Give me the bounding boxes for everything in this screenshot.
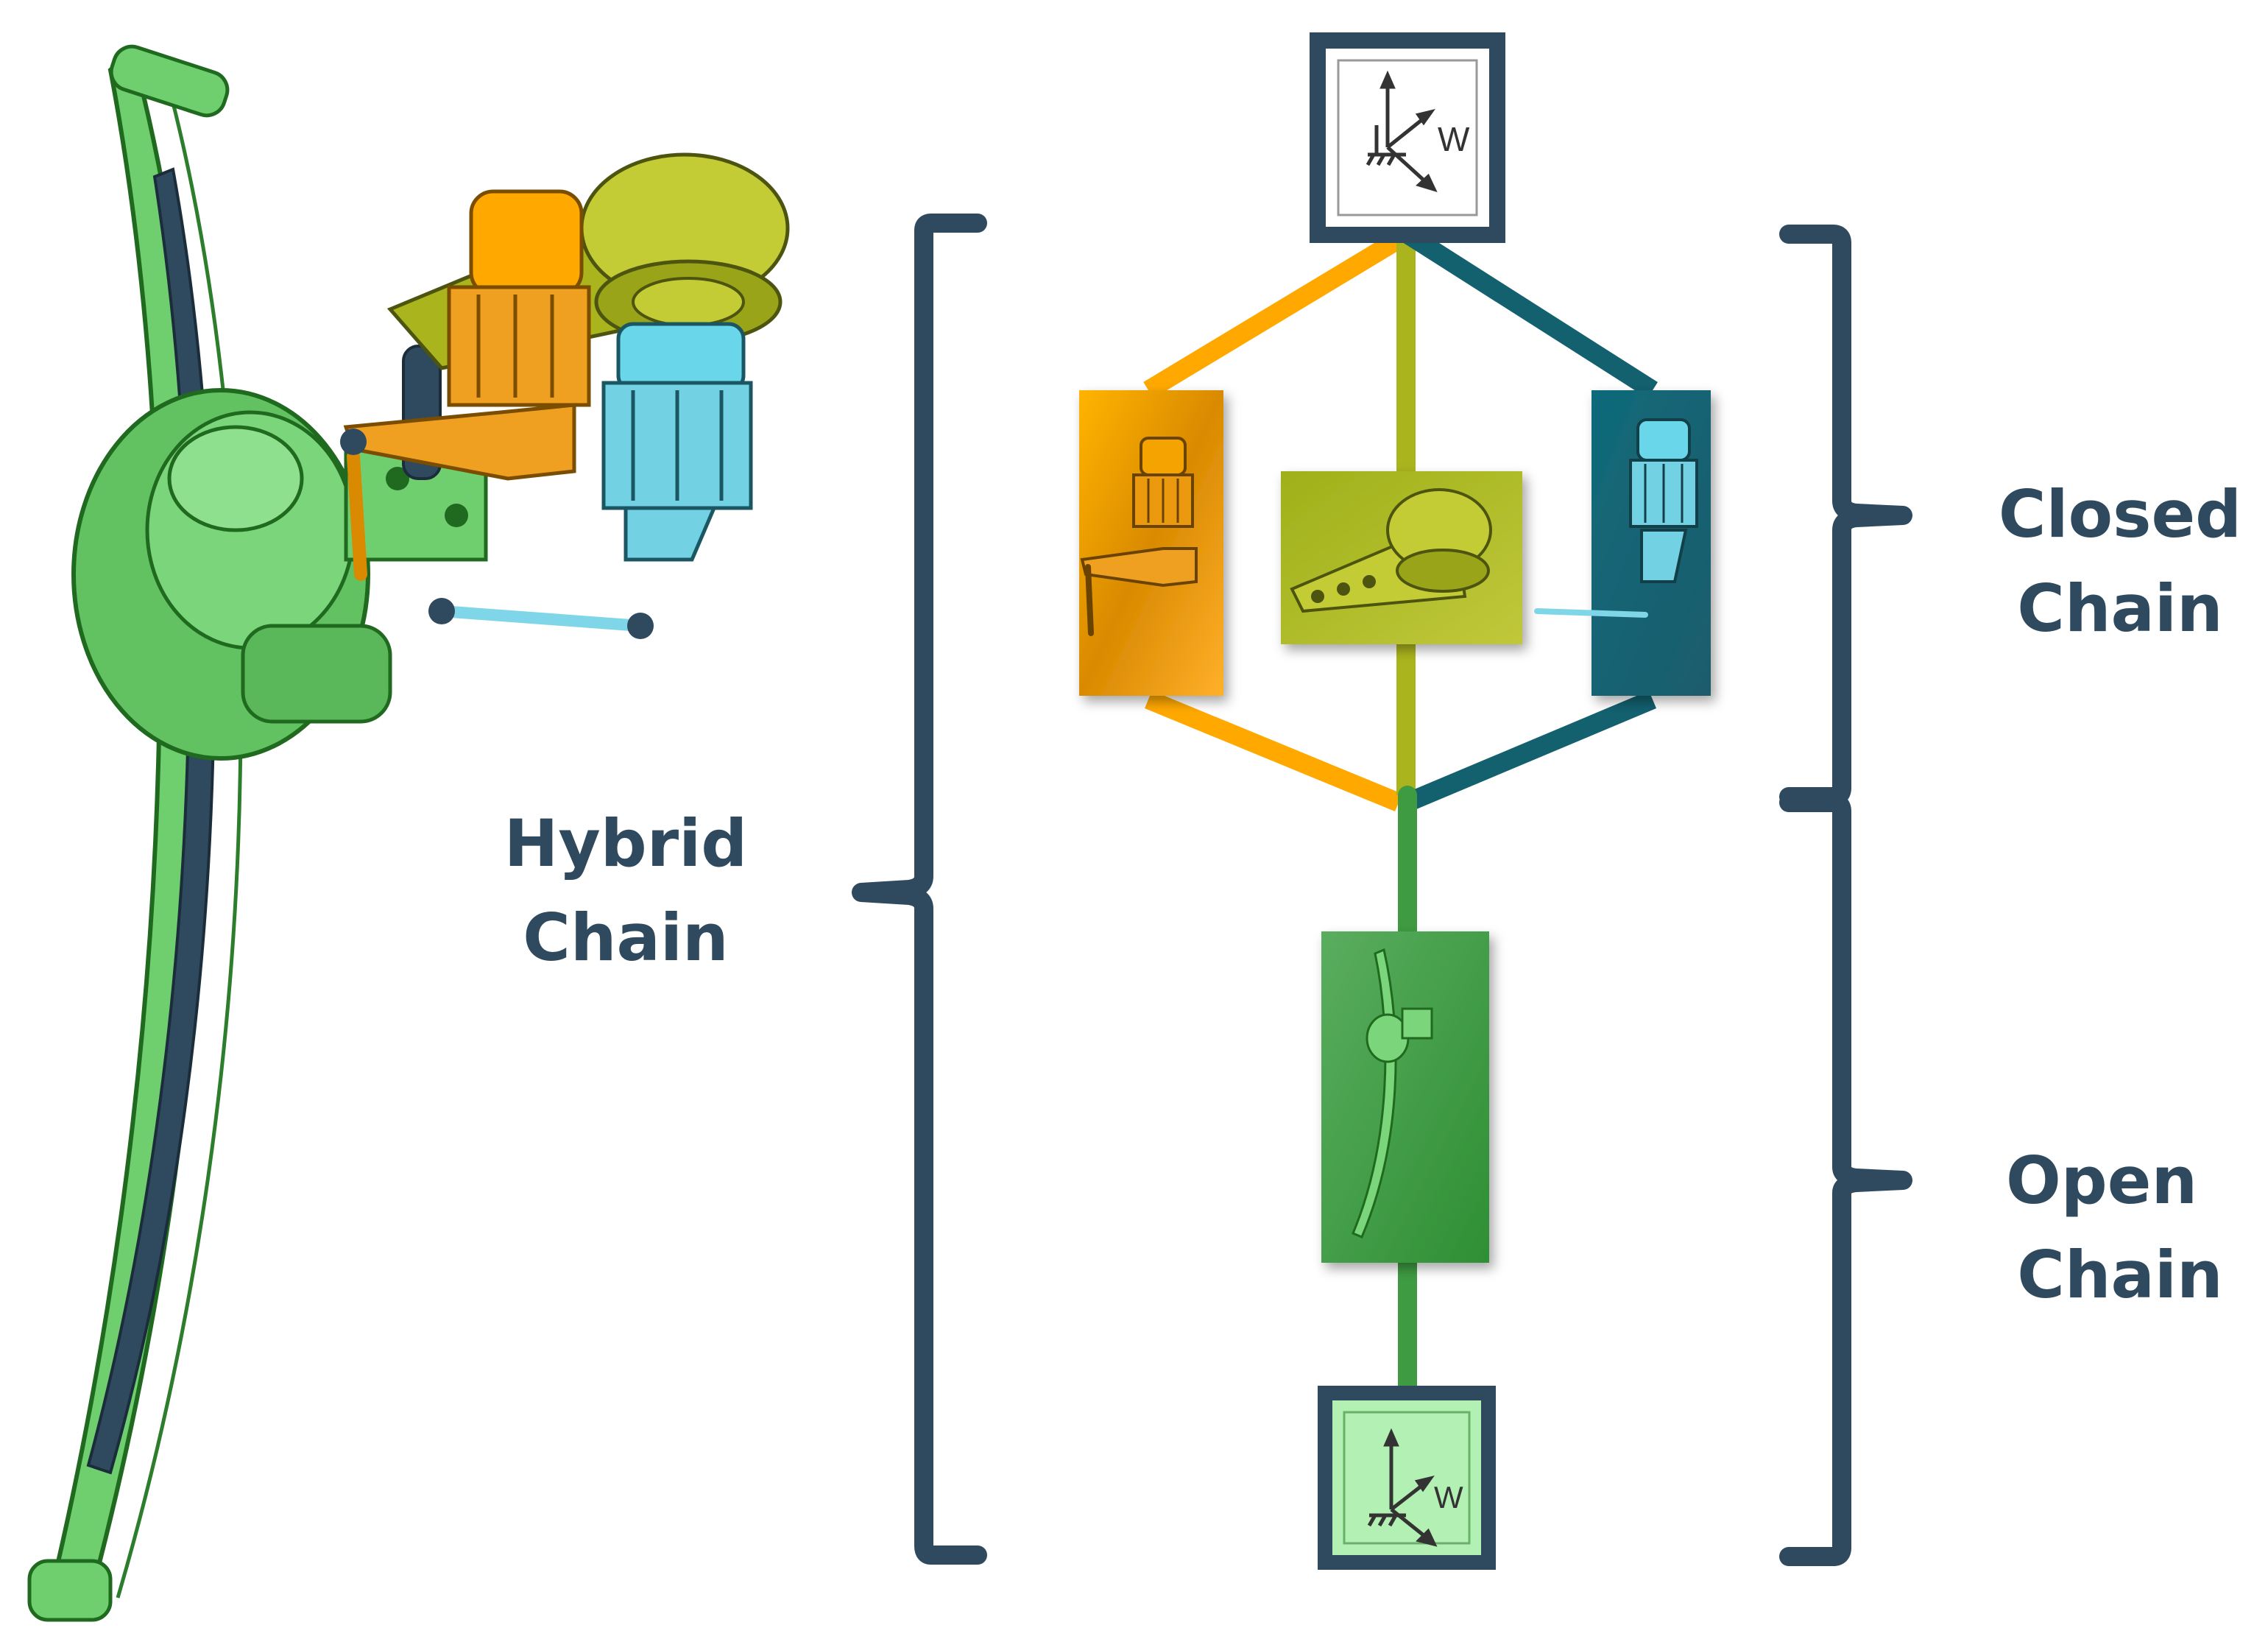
teal-actuator-module-thumbnail: [1534, 390, 1711, 696]
green-curved-rail-thumbnail: [1321, 931, 1489, 1263]
hybrid-chain-label-line2: Chain: [523, 900, 729, 976]
open-chain-label-line1: Open: [2006, 1143, 2198, 1219]
world-frame-top: W: [1310, 32, 1505, 243]
rod-end-joint: [340, 429, 367, 455]
world-frame-icon: [1366, 70, 1438, 193]
orange-actuator-body: [447, 285, 591, 407]
hybrid-chain-brace: [852, 214, 987, 1565]
green-motor-body: [241, 624, 392, 724]
olive-bearing-bore: [632, 277, 745, 327]
olive-crank-module-thumbnail: [1281, 471, 1522, 644]
open-chain-brace: [1779, 793, 1912, 1566]
orange-rod: [347, 450, 367, 581]
frame-letter-bottom: W: [1434, 1480, 1463, 1515]
open-chain-label: Open Chain: [1973, 1134, 2267, 1322]
rail-end-cap-bottom: [27, 1559, 113, 1622]
closed-chain-label-line2: Chain: [2017, 571, 2223, 646]
orange-actuator-cap: [469, 189, 584, 297]
closed-chain-label: Closed Chain: [1973, 468, 2267, 656]
frame-letter-top: W: [1438, 120, 1470, 158]
closed-chain-brace: [1779, 225, 1912, 806]
open-chain-label-line2: Chain: [2017, 1237, 2223, 1313]
teal-link-plate: [623, 506, 717, 562]
teal-rod: [436, 605, 646, 632]
rail-end-cap-top: [109, 44, 230, 118]
world-frame-icon: [1367, 1428, 1438, 1547]
curved-rail-outer-2: [116, 88, 243, 1599]
green-hub-core: [167, 425, 304, 532]
teal-branch-lower: [1403, 691, 1657, 811]
rod-end-joint: [627, 613, 654, 639]
rod-end-joint: [428, 598, 455, 624]
orange-actuator-module-thumbnail: [1079, 390, 1223, 696]
hybrid-robot-assembly-illustration: [27, 44, 790, 1622]
closed-chain-label-line1: Closed: [1998, 476, 2242, 552]
teal-actuator-top: [616, 322, 746, 392]
bolt-hole: [386, 467, 409, 490]
hybrid-chain-label-line1: Hybrid: [504, 806, 748, 881]
bolt-hole: [445, 504, 468, 527]
orange-branch-upper: [1143, 225, 1413, 399]
orange-branch-lower: [1145, 690, 1402, 812]
hybrid-chain-label: Hybrid Chain: [471, 797, 780, 985]
teal-branch-upper: [1402, 226, 1658, 398]
world-frame-bottom: W: [1318, 1386, 1496, 1570]
